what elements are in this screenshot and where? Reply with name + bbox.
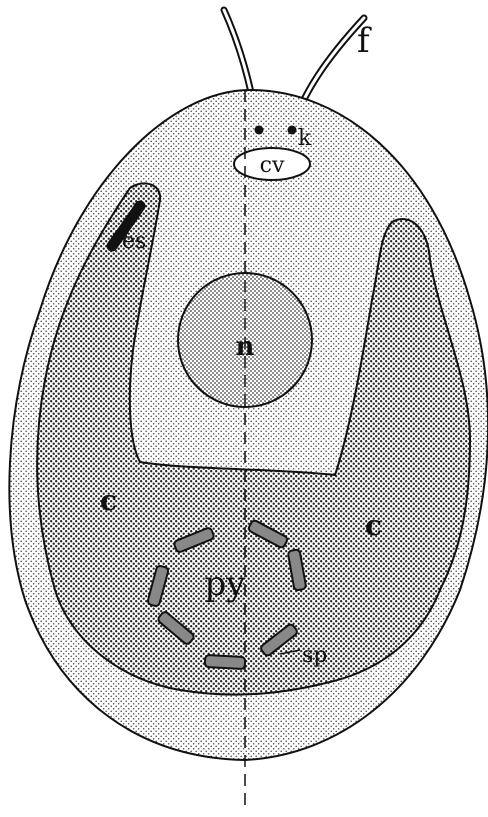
label-nucleus: n [236,332,255,362]
label-starch-plate: sp [302,643,327,668]
label-eyespot: es [122,229,146,254]
starch-plate [205,655,246,669]
kinetosome-left [255,126,264,135]
label-flagella: f [357,21,372,61]
label-pyrenoid: py [205,564,247,604]
kinetosome-right [288,126,297,135]
label-contractile-vacuole: cv [260,153,285,178]
label-chloroplast-left: c [100,484,117,517]
label-kinetosome: k [298,126,312,151]
label-chloroplast-right: c [365,509,382,542]
